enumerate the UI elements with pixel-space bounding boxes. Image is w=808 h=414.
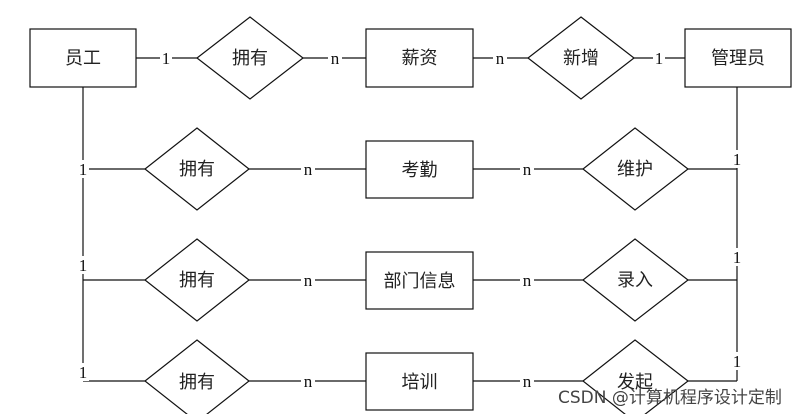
entity-training: 培训 (365, 352, 474, 411)
card-1-admin-salary: 1 (655, 49, 664, 68)
rel-emp-department-label: 拥有 (179, 270, 215, 291)
card-1-admin-attendance: 1 (733, 150, 742, 169)
entity-department-label: 部门信息 (384, 271, 456, 292)
rel-admin-training: 发起 (582, 339, 689, 414)
watermark: CSDN @计算机程序设计定制 (558, 388, 782, 408)
rel-emp-salary: 拥有 (196, 16, 304, 100)
rel-admin-attendance-label: 维护 (617, 159, 653, 180)
card-1-emp-training: 1 (79, 363, 88, 382)
entity-admin: 管理员 (684, 28, 792, 88)
rel-emp-attendance-label: 拥有 (179, 159, 215, 180)
rel-emp-department: 拥有 (144, 238, 250, 322)
card-1-emp-attendance: 1 (79, 160, 88, 179)
entity-attendance: 考勤 (365, 140, 474, 199)
entity-training-label: 培训 (402, 372, 438, 393)
card-n-salary-right: n (496, 49, 505, 68)
card-1-emp-salary: 1 (162, 49, 171, 68)
rel-admin-department-label: 录入 (617, 270, 653, 291)
rel-emp-training: 拥有 (144, 339, 250, 414)
rel-emp-attendance: 拥有 (144, 127, 250, 211)
rel-admin-department: 录入 (582, 238, 689, 322)
card-n-training-left: n (304, 372, 313, 391)
card-n-salary-left: n (331, 49, 340, 68)
entity-salary-label: 薪资 (402, 48, 438, 69)
entity-salary: 薪资 (365, 28, 474, 88)
rel-admin-salary-label: 新增 (563, 48, 599, 69)
card-n-attendance-right: n (523, 160, 532, 179)
card-1-admin-training: 1 (733, 352, 742, 371)
rel-emp-salary-label: 拥有 (232, 48, 268, 69)
rel-admin-training-label: 发起 (617, 372, 653, 393)
card-1-emp-department: 1 (79, 256, 88, 275)
entity-employee-label: 员工 (65, 48, 101, 69)
card-n-department-left: n (304, 271, 313, 290)
entity-employee: 员工 (29, 28, 137, 88)
rel-admin-attendance: 维护 (582, 127, 689, 211)
card-n-training-right: n (523, 372, 532, 391)
card-1-admin-department: 1 (733, 248, 742, 267)
connector-lines (82, 57, 738, 382)
card-n-attendance-left: n (304, 160, 313, 179)
entity-attendance-label: 考勤 (402, 160, 438, 181)
cardinality-labels: 1 n n 1 1 n n 1 1 n n 1 1 n n 1 (77, 49, 743, 391)
card-n-department-right: n (523, 271, 532, 290)
rel-admin-salary: 新增 (527, 16, 635, 100)
entity-department: 部门信息 (365, 251, 474, 310)
rel-emp-training-label: 拥有 (179, 372, 215, 393)
entity-admin-label: 管理员 (711, 48, 765, 69)
